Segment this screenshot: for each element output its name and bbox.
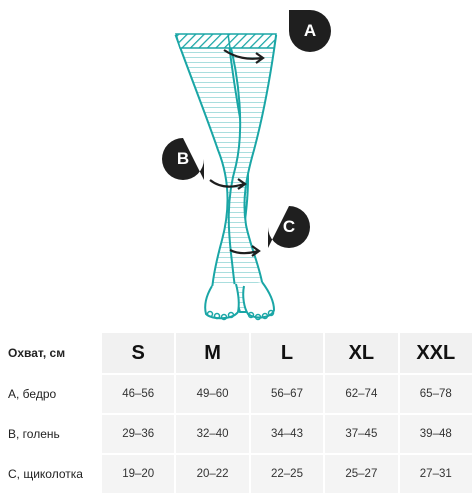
- marker-b-letter: B: [176, 149, 190, 168]
- stockings-illustration: [174, 33, 278, 321]
- size-header-s: S: [102, 333, 175, 373]
- top-band: [175, 33, 277, 49]
- table-cell: 19–20: [102, 455, 175, 493]
- table-cell: 32–40: [176, 415, 249, 453]
- row-label: B, голень: [2, 415, 100, 453]
- table-cell: 20–22: [176, 455, 249, 493]
- arrow-a: [223, 49, 265, 64]
- table-cell: 46–56: [102, 375, 175, 413]
- table-cell: 22–25: [250, 455, 324, 493]
- marker-a-letter: A: [303, 21, 317, 40]
- table-cell: 62–74: [325, 375, 398, 413]
- table-cell: 39–48: [399, 415, 472, 453]
- size-header-xxl: XXL: [399, 333, 472, 373]
- table-cell: 37–45: [325, 415, 398, 453]
- marker-c: C: [266, 204, 312, 250]
- table-cell: 56–67: [250, 375, 324, 413]
- table-row: A, бедро 46–56 49–60 56–67 62–74 65–78: [2, 375, 472, 413]
- marker-c-letter: C: [282, 217, 296, 236]
- marker-b: B: [160, 136, 206, 182]
- table-cell: 27–31: [399, 455, 472, 493]
- row-label: A, бедро: [2, 375, 100, 413]
- table-cell: 29–36: [102, 415, 175, 453]
- girth-header-label: Охват, см: [2, 333, 100, 373]
- marker-b-badge: [162, 138, 204, 180]
- row-label: C, щиколотка: [2, 455, 100, 493]
- marker-c-badge: [268, 206, 310, 248]
- table-row: C, щиколотка 19–20 20–22 22–25 25–27 27–…: [2, 455, 472, 493]
- size-header-l: L: [250, 333, 324, 373]
- marker-a-badge: [289, 10, 331, 52]
- size-table: Охват, см S M L XL XXL A, бедро 46–56 49…: [0, 331, 474, 495]
- size-header-m: M: [176, 333, 249, 373]
- marker-a: A: [287, 8, 333, 54]
- size-header-xl: XL: [325, 333, 398, 373]
- table-row: B, голень 29–36 32–40 34–43 37–45 39–48: [2, 415, 472, 453]
- left-foot: [204, 283, 240, 320]
- table-cell: 34–43: [250, 415, 324, 453]
- right-leg: [226, 35, 278, 313]
- table-cell: 25–27: [325, 455, 398, 493]
- arrow-b: [209, 178, 247, 190]
- arrow-c: [229, 245, 261, 257]
- size-header-row: Охват, см S M L XL XXL: [2, 333, 472, 373]
- table-cell: 49–60: [176, 375, 249, 413]
- table-cell: 65–78: [399, 375, 472, 413]
